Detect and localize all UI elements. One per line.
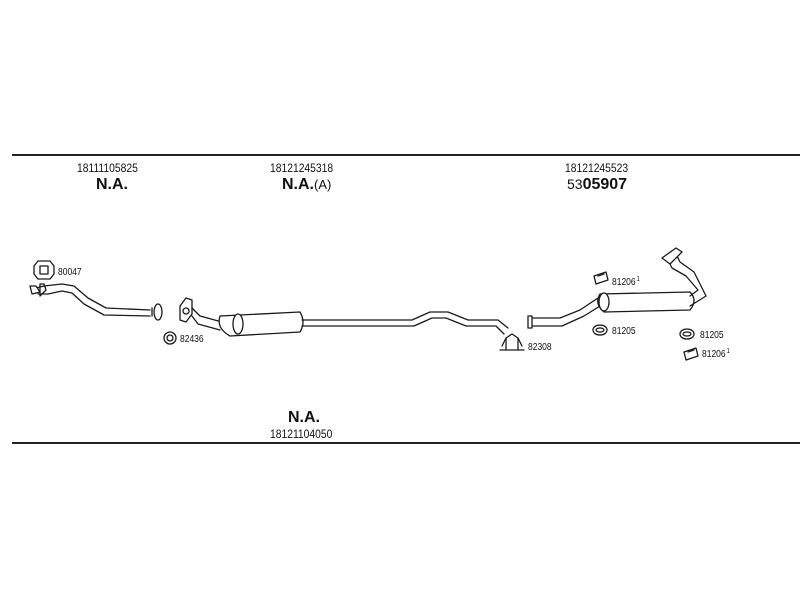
rear-mount-lower-icon: [683, 347, 699, 361]
front-pipe-shape: [29, 283, 163, 321]
rear-ring-right-label: 81205: [700, 330, 724, 341]
catalyst-part-number: 18121104050: [270, 427, 333, 441]
middle-silencer-part-number: 18121245318: [270, 161, 334, 175]
rear-mount-lower-label: 812061: [702, 348, 730, 360]
rear-ring-mid-label: 81205: [612, 326, 636, 337]
catalyst-code: N.A.: [288, 409, 320, 426]
rear-silencer-part-number: 18121245523: [565, 161, 629, 175]
left-gasket-label: 80047: [58, 267, 82, 278]
intermediate-pipe-shape: [301, 311, 509, 335]
middle-silencer-code: N.A.(A): [282, 176, 332, 193]
clamp-label: 82308: [528, 342, 552, 353]
rear-ring-mid-icon: [592, 324, 608, 336]
clamp-icon: [499, 333, 525, 351]
rear-mount-upper-icon: [593, 271, 609, 285]
left-gasket-icon: [33, 260, 55, 280]
rear-mount-upper-label: 812061: [612, 276, 640, 288]
front-pipe-part-number: 18111105825: [77, 161, 138, 175]
bottom-divider-line: [12, 442, 800, 444]
rear-connecting-pipe-shape: [527, 295, 609, 329]
middle-silencer-code-suffix: (A): [314, 177, 332, 192]
middle-silencer-shape: [179, 297, 304, 337]
front-pipe-code: N.A.: [96, 176, 128, 193]
front-ring-label: 82436: [180, 334, 204, 345]
rear-ring-right-icon: [679, 328, 695, 340]
rear-mount-lower-superscript: 1: [726, 348, 730, 355]
rear-silencer-code: 5305907: [567, 176, 628, 193]
top-divider-line: [12, 154, 800, 156]
front-ring-icon: [163, 331, 177, 345]
rear-silencer-shape: [597, 247, 707, 313]
rear-mount-upper-superscript: 1: [636, 276, 640, 283]
